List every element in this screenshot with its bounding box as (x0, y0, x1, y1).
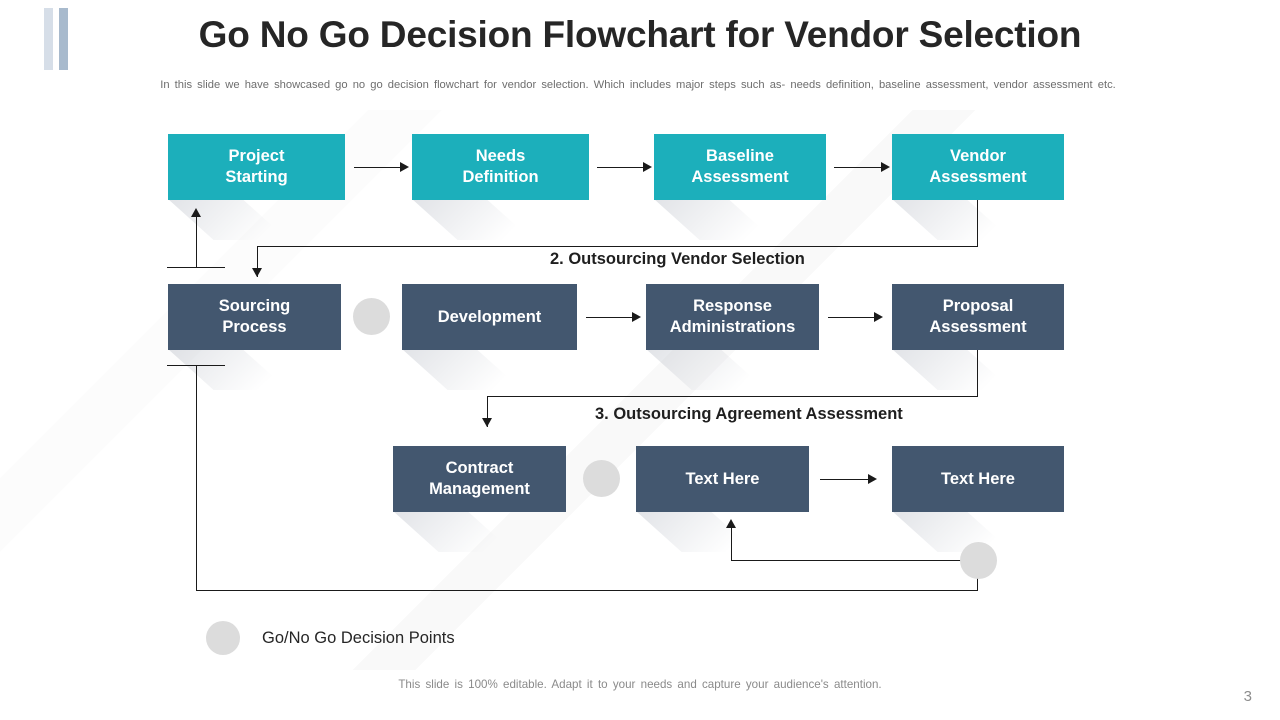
node-shadow (892, 199, 1012, 240)
node-shadow (646, 349, 766, 390)
connector-row3-2 (820, 479, 872, 480)
node-shadow (412, 199, 532, 240)
accent-bar-light (44, 8, 53, 70)
node-shadow (402, 349, 522, 390)
node-label: Development (437, 307, 542, 326)
arrow-right-icon (400, 162, 409, 172)
decision-point-circle[interactable] (353, 298, 390, 335)
arrow-right-icon (868, 474, 877, 484)
arrow-down-icon (252, 268, 262, 277)
phase-label-3: 3. Outsourcing Agreement Assessment (595, 405, 903, 423)
connector-proposal-down (977, 350, 978, 396)
legend-label: Go/No Go Decision Points (262, 628, 455, 647)
accent-bar-dark (59, 8, 68, 70)
node-shadow (892, 349, 1012, 390)
connector-row1-2 (597, 167, 645, 168)
page-title: Go No Go Decision Flowchart for Vendor S… (198, 14, 1082, 55)
arrow-right-icon (643, 162, 652, 172)
connector-sourcing-bottom-stub (167, 365, 225, 366)
arrow-down-icon (482, 418, 492, 427)
connector-vendor-left (257, 246, 978, 247)
connector-row1-3 (834, 167, 883, 168)
decision-point-circle[interactable] (583, 460, 620, 497)
arrow-right-icon (632, 312, 641, 322)
arrow-up-icon (726, 519, 736, 528)
connector-row1-1 (354, 167, 402, 168)
page-subtitle: In this slide we have showcased go no go… (160, 79, 1116, 91)
node-shadow (393, 511, 513, 552)
connector-loop-to-start-v (196, 215, 197, 268)
node-label: Text Here (685, 469, 760, 488)
arrow-up-icon (191, 208, 201, 217)
node-shadow (168, 199, 288, 240)
connector-proposal-left (487, 396, 978, 397)
connector-bottom-into-texthere-h (731, 560, 978, 561)
arrow-right-icon (881, 162, 890, 172)
arrow-right-icon (874, 312, 883, 322)
node-shadow (168, 349, 288, 390)
connector-row2-3 (828, 317, 876, 318)
legend: Go/No Go Decision Points (206, 621, 455, 655)
decision-point-circle[interactable] (960, 542, 997, 579)
connector-bottom-loop-left (196, 590, 978, 591)
connector-bottom-into-texthere-v (731, 527, 732, 561)
title-accent-bars (44, 8, 78, 70)
footer-note: This slide is 100% editable. Adapt it to… (398, 678, 882, 691)
connector-bottom-loop-down (977, 572, 978, 590)
legend-circle-icon (206, 621, 240, 655)
node-text-here-2[interactable]: Text Here (892, 446, 1064, 512)
connector-into-sourcing (257, 246, 258, 277)
node-label: Text Here (941, 469, 1015, 488)
page-number: 3 (1243, 688, 1252, 705)
connector-into-contract (487, 396, 488, 427)
node-development[interactable]: Development (402, 284, 577, 350)
node-text-here-1[interactable]: Text Here (636, 446, 809, 512)
connector-bottom-loop-up (196, 366, 197, 591)
connector-vendor-down (977, 200, 978, 246)
phase-label-2: 2. Outsourcing Vendor Selection (550, 250, 805, 268)
node-shadow (636, 511, 756, 552)
connector-row2-2 (586, 317, 634, 318)
